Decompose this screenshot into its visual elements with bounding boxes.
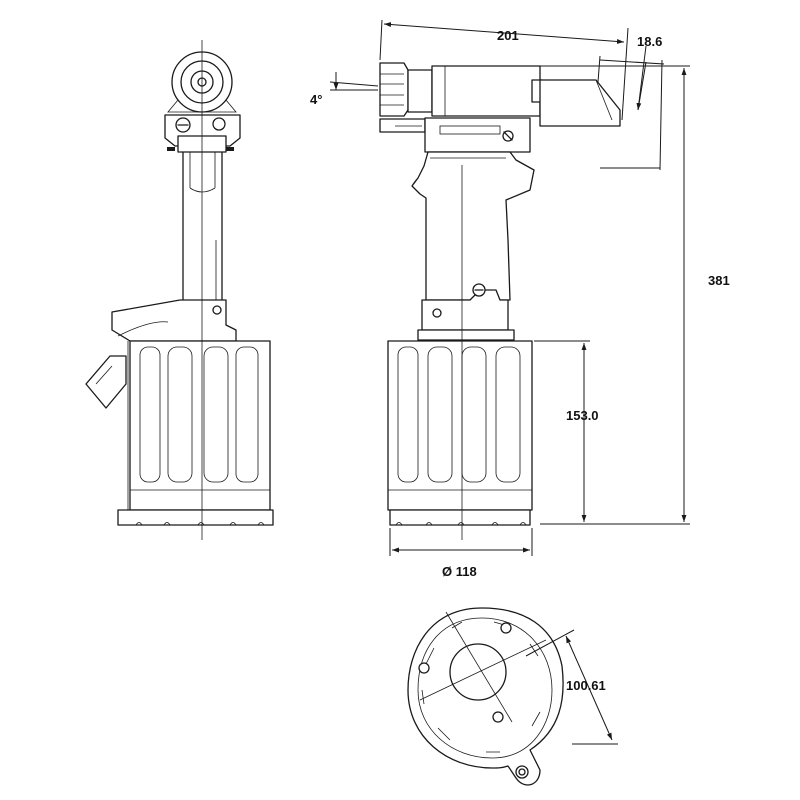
side-view — [379, 62, 621, 540]
bottom-view — [407, 607, 564, 786]
dimension-length-label: 201 — [497, 28, 519, 43]
dimension-angle-label: 4° — [310, 92, 322, 107]
dimension-base-height-label: 153.0 — [566, 408, 599, 423]
dimension-offset-label: 18.6 — [637, 34, 662, 49]
dimension-diameter-label: Ø 118 — [442, 564, 477, 579]
dimension-bolt-spacing-label: 100.61 — [566, 678, 606, 693]
dimension-lines — [329, 19, 690, 745]
front-view — [85, 40, 274, 540]
dimension-height-label: 381 — [708, 273, 730, 288]
